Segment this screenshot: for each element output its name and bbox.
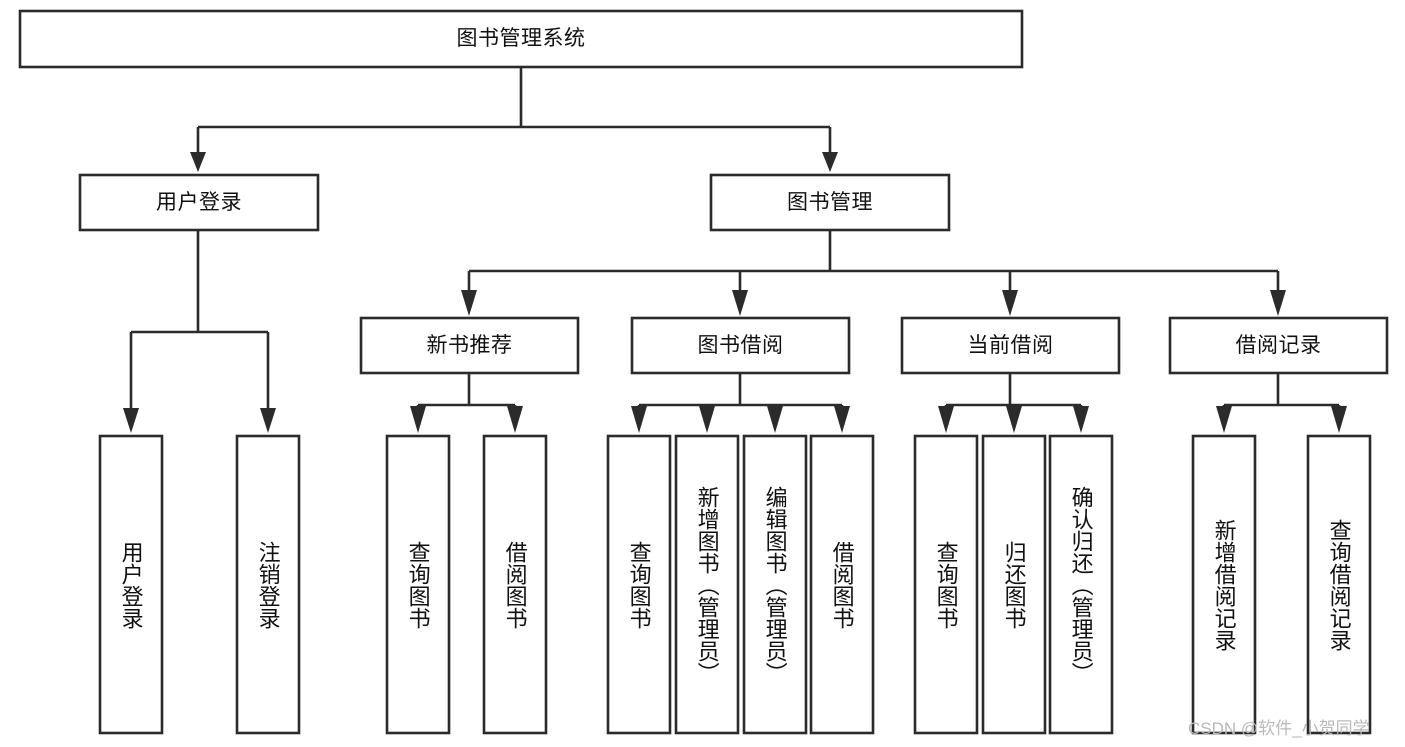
leaf-box-ul-1[interactable] — [235, 434, 301, 735]
connector-borrow-record-bus — [1222, 373, 1341, 412]
arrow-head-book-borrow — [732, 290, 748, 316]
node-box-root[interactable] — [18, 9, 1024, 69]
watermark-text: CSDN @软件_小贺同学 — [1188, 719, 1370, 738]
arrow-head-leaf-ul-1 — [260, 408, 276, 433]
arrow-head-leaf-nbr-1 — [507, 406, 523, 433]
leaf-box-br-1[interactable] — [1306, 434, 1372, 735]
arrow-head-current-borrow — [1002, 290, 1018, 316]
leaf-box-nbr-0[interactable] — [385, 434, 451, 735]
leaf-box-ul-0[interactable] — [98, 434, 164, 735]
arrow-head-borrow-record — [1270, 290, 1286, 316]
node-box-book-manage[interactable] — [709, 173, 951, 232]
node-box-book-borrow[interactable] — [630, 316, 851, 375]
arrow-head-leaf-br-1 — [1331, 406, 1347, 433]
leaf-box-nbr-1[interactable] — [482, 434, 548, 735]
connector-book-borrow-bus — [637, 373, 844, 412]
connector-root-to-bus — [196, 67, 832, 152]
arrow-head-leaf-bb-0 — [631, 406, 647, 433]
leaf-box-cb-2[interactable] — [1048, 434, 1114, 735]
leaf-box-bb-3[interactable] — [809, 434, 875, 735]
arrow-head-leaf-nbr-0 — [410, 406, 426, 433]
node-box-user-login[interactable] — [78, 173, 320, 232]
node-box-current-borrow[interactable] — [900, 316, 1121, 375]
arrow-head-leaf-ul-0 — [123, 408, 139, 433]
leaf-box-cb-1[interactable] — [981, 434, 1047, 735]
arrow-head-leaf-br-0 — [1216, 406, 1232, 433]
node-box-new-book-rec[interactable] — [359, 316, 580, 375]
connector-new-book-rec-bus — [416, 373, 517, 412]
leaf-box-br-0[interactable] — [1191, 434, 1257, 735]
arrow-head-leaf-cb-0 — [938, 406, 954, 433]
node-box-borrow-record[interactable] — [1168, 316, 1389, 375]
connector-user-login-bus — [129, 230, 270, 408]
connector-book-manage-bus — [467, 230, 1280, 290]
arrow-head-book-manage — [822, 152, 838, 172]
arrow-head-leaf-bb-1 — [699, 406, 715, 433]
arrow-head-user-login — [190, 152, 206, 172]
arrow-head-leaf-cb-2 — [1073, 406, 1089, 433]
arrow-head-new-book-rec — [461, 290, 477, 316]
arrow-head-leaf-bb-3 — [834, 406, 850, 433]
leaf-box-bb-1[interactable] — [674, 434, 740, 735]
leaf-box-bb-0[interactable] — [606, 434, 672, 735]
arrow-head-leaf-cb-1 — [1006, 406, 1022, 433]
leaf-box-bb-2[interactable] — [742, 434, 808, 735]
arrow-head-leaf-bb-2 — [767, 406, 783, 433]
leaf-box-cb-0[interactable] — [913, 434, 979, 735]
